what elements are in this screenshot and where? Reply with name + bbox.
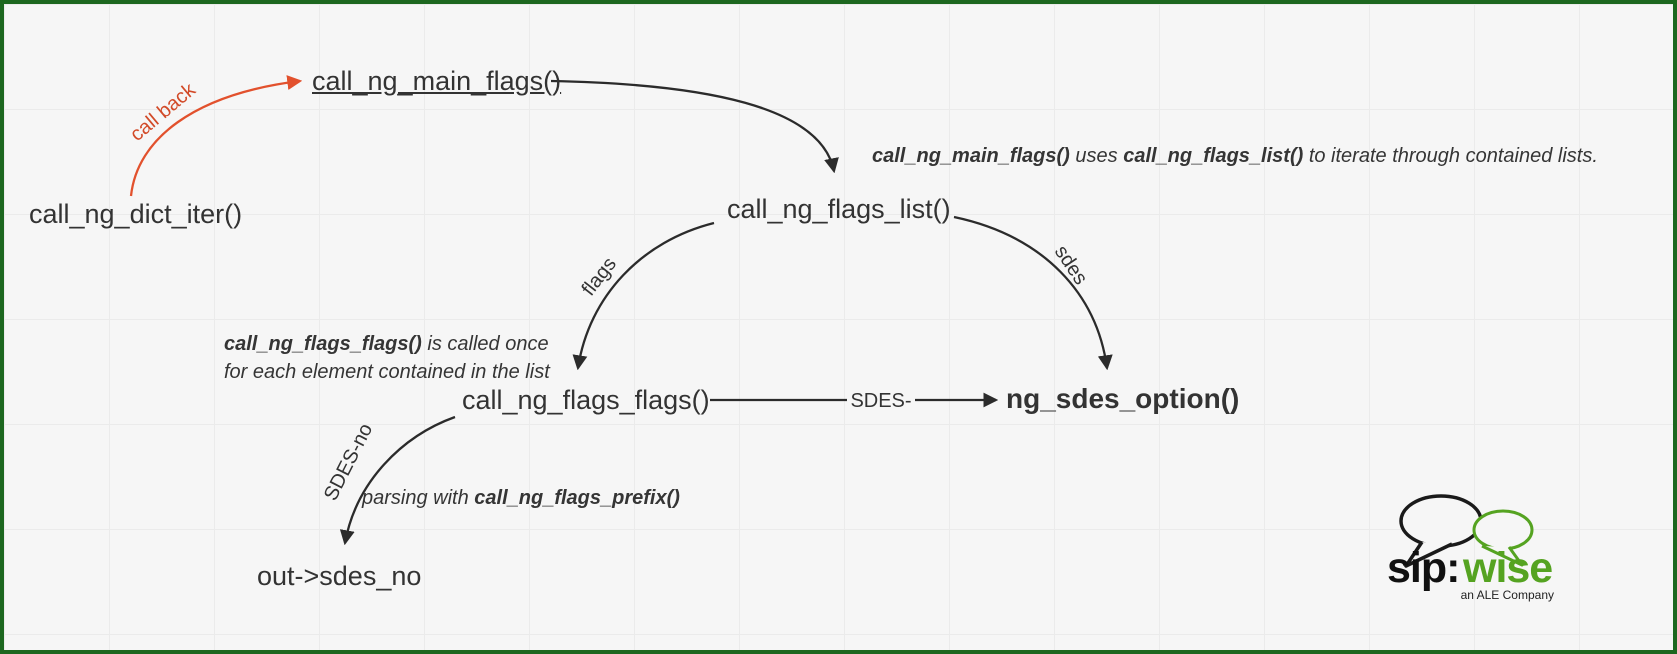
annotation-text: is called once [421, 333, 549, 355]
annotation-line: for each element contained in the list [224, 358, 550, 386]
sipwise-logo: sip: wise an ALE Company [1387, 494, 1554, 602]
annotation-text: uses [1069, 145, 1124, 167]
annotation-prefix-note: parsing with call_ng_flags_prefix() [362, 487, 680, 510]
edge-flagslist-to-sdesoption-arrow [953, 215, 1113, 371]
annotation-main-flags-note: call_ng_main_flags() uses call_ng_flags_… [872, 145, 1598, 168]
logo-sip-text: sip: [1387, 544, 1459, 592]
edges-layer: call back flags sdes SDES- SDES-no sip: … [126, 75, 1554, 602]
logo-black-bubble-icon [1399, 494, 1483, 548]
logo-tagline: an ALE Company [1461, 588, 1554, 602]
annotation-line: call_ng_flags_flags() is called once [224, 330, 550, 358]
edge-sdesdash-label: SDES- [850, 390, 911, 412]
edge-callback-label: call back [126, 78, 201, 146]
annotation-text: parsing with [362, 487, 475, 509]
annotation-flags-flags-note: call_ng_flags_flags() is called once for… [224, 330, 550, 386]
logo-green-bubble-tail-icon [1481, 544, 1524, 567]
node-call-ng-flags-list: call_ng_flags_list() [727, 194, 951, 224]
node-call-ng-main-flags: call_ng_main_flags() [312, 66, 562, 96]
annotation-text: for each element contained in the list [224, 361, 550, 383]
edge-mainflags-to-flagslist-arrow [550, 79, 839, 174]
annotation-bold-text: call_ng_main_flags() [872, 145, 1070, 167]
logo-green-bubble-icon [1472, 509, 1534, 551]
edge-sdes-label: sdes [1050, 241, 1092, 288]
node-out-sdes-no: out->sdes_no [257, 561, 422, 591]
node-ng-sdes-option: ng_sdes_option() [1006, 383, 1240, 414]
logo-wise-text: wise [1462, 544, 1552, 592]
node-call-ng-dict-iter: call_ng_dict_iter() [29, 199, 243, 229]
annotation-bold-text: call_ng_flags_prefix() [474, 487, 680, 509]
logo-black-bubble-tail-icon [1404, 541, 1453, 568]
edge-flags-label: flags [578, 253, 621, 300]
edge-flagslist-to-flagsflags-arrow [572, 221, 715, 371]
annotation-bold-text: call_ng_flags_flags() [224, 333, 422, 355]
annotation-bold-text: call_ng_flags_list() [1123, 145, 1304, 167]
edge-callback-arrow [129, 75, 303, 197]
node-call-ng-flags-flags: call_ng_flags_flags() [462, 385, 710, 415]
edge-flagsflags-to-outsdes-arrow [339, 415, 456, 546]
annotation-text: to iterate through contained lists. [1303, 145, 1598, 167]
